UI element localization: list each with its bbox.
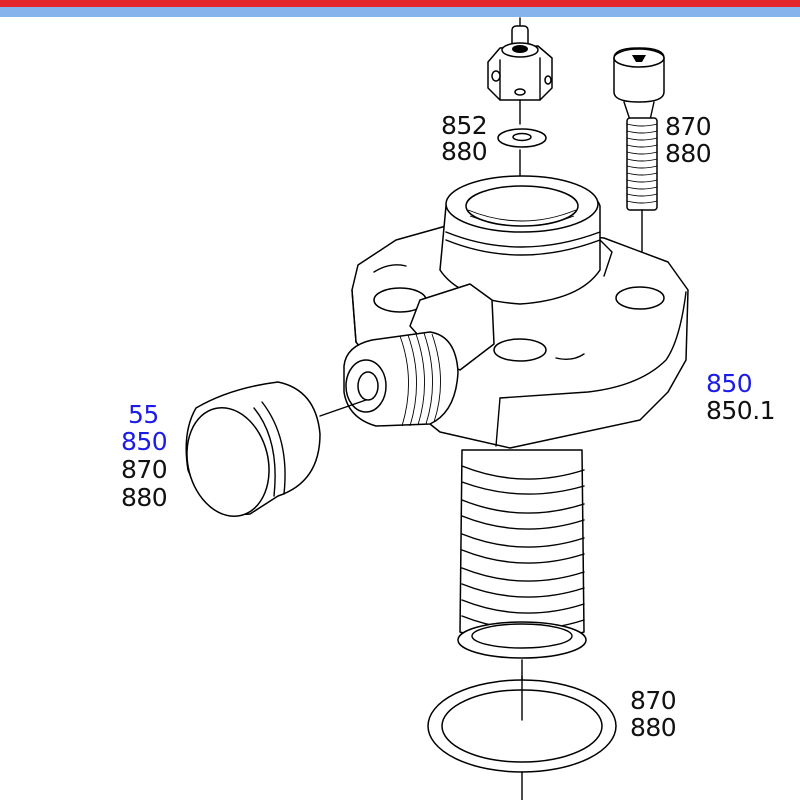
- callout-fitting-ref-2: 880: [441, 137, 488, 166]
- callout-bolt-ref-1: 870: [665, 112, 712, 141]
- callout-body-ref-2: 850.1: [706, 396, 776, 425]
- o-ring-part: [427, 675, 617, 800]
- plunger-spring-part: [457, 449, 587, 691]
- pump-body-part: [319, 175, 689, 449]
- callout-bolt-ref-2: 880: [665, 139, 712, 168]
- callout-cap-ref-3: 870: [121, 455, 168, 484]
- callout-body-link[interactable]: 850: [706, 369, 753, 398]
- blanking-cap-part: [185, 381, 321, 517]
- header-red-stripe: [0, 0, 800, 7]
- callout-cap-link-2[interactable]: 850: [121, 427, 168, 456]
- callout-cap-ref-4: 880: [121, 483, 168, 512]
- fitting-nut-part: [487, 17, 553, 125]
- callout-oring-ref-1: 870: [630, 686, 677, 715]
- callout-fitting-ref-1: 852: [441, 111, 488, 140]
- callout-oring-ref-2: 880: [630, 713, 677, 742]
- cap-screw-part: [613, 47, 665, 299]
- header-blue-stripe: [0, 7, 800, 17]
- callout-cap-link-1[interactable]: 55: [128, 400, 159, 429]
